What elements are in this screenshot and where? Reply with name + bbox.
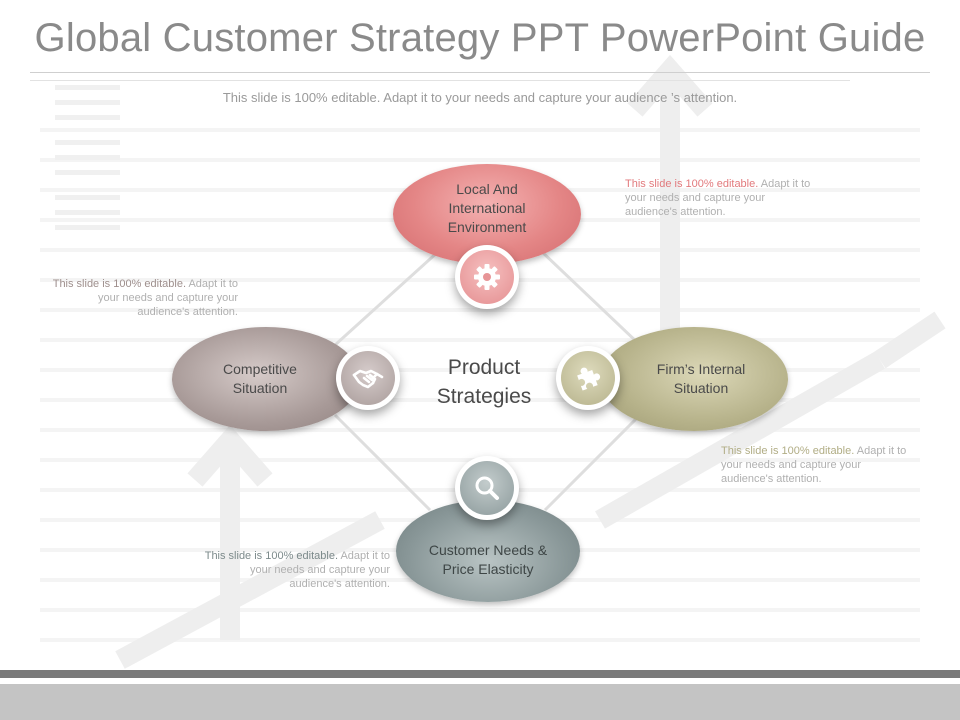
note-right: This slide is 100% editable. Adapt it to… — [721, 444, 911, 486]
node-local-line-1: Local And — [456, 180, 518, 197]
note-bottom-left-bold: This slide is 100% editable. — [204, 550, 339, 562]
center-label-line-2: Strategies — [436, 385, 532, 408]
handshake-icon-badge — [336, 346, 400, 410]
center-label: Product Strategies — [414, 353, 554, 411]
note-bottom-left: This slide is 100% editable. Adapt it to… — [202, 549, 390, 591]
node-customer-line-2: Price Elasticity — [442, 561, 534, 577]
note-right-text: Adapt it to your needs and capture your … — [721, 445, 907, 485]
note-left-text: Adapt it to your needs and capture your … — [97, 278, 238, 318]
title-divider-secondary — [30, 80, 850, 81]
search-icon-badge — [455, 456, 519, 520]
note-bottom-left-text: Adapt it to your needs and capture your … — [249, 550, 390, 590]
node-competitive-line-2: Situation — [232, 380, 288, 396]
note-left-bold: This slide is 100% editable. — [52, 278, 187, 290]
page-title: Global Customer Strategy PPT PowerPoint … — [34, 16, 926, 60]
node-competitive-line-1: Competitive — [223, 361, 297, 377]
note-top-right-text: Adapt it to your needs and capture your … — [625, 178, 811, 218]
search-icon — [475, 476, 499, 500]
note-left: This slide is 100% editable. Adapt it to… — [50, 277, 238, 319]
node-firms-line-2: Situation — [673, 380, 729, 396]
handshake-icon — [352, 369, 384, 389]
node-customer-line-1: Customer Needs & — [428, 542, 548, 558]
gear-icon — [474, 264, 500, 290]
footer-bar-light — [0, 684, 960, 720]
node-competitive-situation: Competitive Situation — [172, 327, 360, 431]
node-firms-line-1: Firm’s Internal — [656, 361, 746, 377]
node-local-line-3: Environment — [447, 218, 527, 235]
puzzle-icon — [577, 367, 601, 391]
note-top-right-bold: This slide is 100% editable. — [625, 178, 759, 190]
node-local-line-2: International — [448, 199, 526, 216]
center-label-line-1: Product — [447, 356, 521, 379]
note-right-bold: This slide is 100% editable. — [721, 445, 855, 457]
puzzle-icon-badge — [556, 346, 620, 410]
footer-bar-dark — [0, 670, 960, 678]
note-top-right: This slide is 100% editable. Adapt it to… — [625, 177, 815, 219]
subtitle: This slide is 100% editable. Adapt it to… — [222, 90, 738, 105]
gear-icon-badge — [455, 245, 519, 309]
title-divider — [30, 72, 930, 73]
node-firms-internal: Firm’s Internal Situation — [600, 327, 788, 431]
